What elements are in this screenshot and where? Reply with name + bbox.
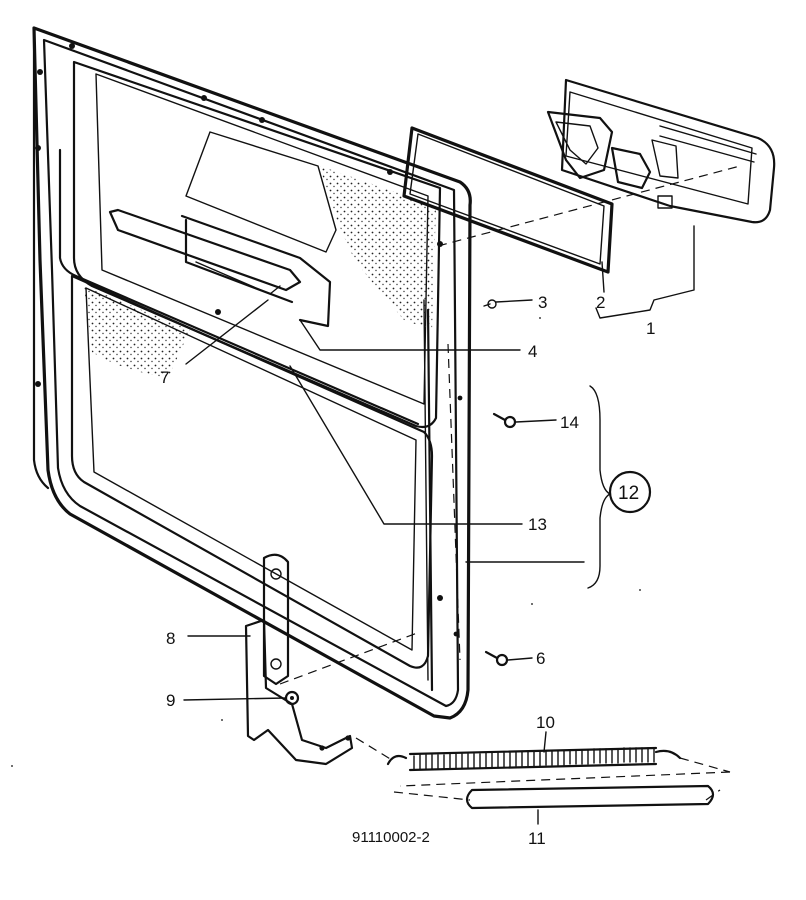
callout-6: 6: [536, 649, 545, 668]
callout-12: 12: [618, 483, 639, 504]
leader-lines: [183, 225, 695, 825]
screw-3: [483, 299, 497, 309]
door-outer-panel: [32, 26, 472, 720]
callout-7: 7: [160, 368, 169, 387]
hinge-bracket: [244, 553, 354, 766]
callout-10: 10: [536, 713, 555, 732]
callout-3: 3: [538, 293, 547, 312]
print-specks: [11, 317, 641, 767]
callout-8: 8: [166, 629, 175, 648]
door-inner-frame: [58, 60, 442, 429]
gasket-frame: [402, 126, 614, 274]
nut-9: [284, 690, 300, 706]
callout-12-circle: [608, 470, 652, 514]
door-handle-recess: [108, 208, 332, 328]
door-spring: [386, 746, 682, 772]
callout-9: 9: [166, 691, 175, 710]
spring-sleeve: [465, 784, 715, 810]
screw-14: [457, 395, 517, 429]
screw-6: [453, 631, 509, 667]
callout-1: 1: [646, 319, 655, 338]
callout-2: 2: [596, 293, 605, 312]
callout-13: 13: [528, 515, 547, 534]
callout-14: 14: [560, 413, 579, 432]
callout-4: 4: [528, 342, 537, 361]
assembly-lines: [279, 165, 741, 801]
callout-labels: 1 2 3 4 7 14 13 6 8 9 10 11 12 91110002-…: [160, 293, 655, 848]
callout-11: 11: [528, 829, 546, 848]
drawing-number: 91110002-2: [352, 829, 430, 846]
control-module: [546, 78, 776, 224]
door-lower-panel: [70, 274, 434, 692]
